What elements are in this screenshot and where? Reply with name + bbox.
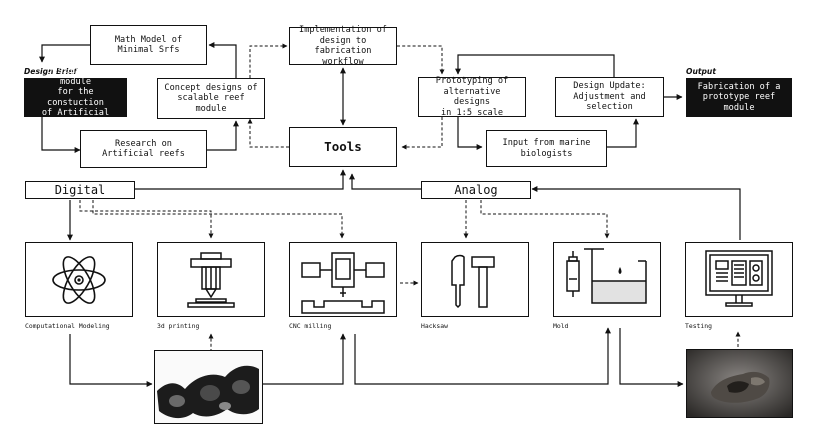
- design-brief-label: Design Brief: [24, 67, 77, 76]
- hacksaw-caption: Hacksaw: [421, 322, 448, 330]
- analog-band: Analog: [421, 181, 531, 199]
- research-node: Research on Artificial reefs: [80, 130, 207, 168]
- design-brief-node: Design of a module for the constuction o…: [24, 66, 127, 129]
- prototyping-node: Prototyping of alternative designs in 1:…: [418, 76, 526, 118]
- mold-casting-icon: [566, 248, 647, 304]
- 3d-printer-icon: [187, 252, 235, 308]
- tools-node: Tools: [289, 127, 397, 167]
- mold-tile: [553, 242, 661, 317]
- concept-designs-node: Concept designs of scalable reef module: [157, 78, 265, 119]
- design-update-node: Design Update: Adjustment and selection: [555, 77, 664, 117]
- cnc-milling-tile: [289, 242, 397, 317]
- cast-reef-prototype-photo: [686, 349, 793, 418]
- cnc-milling-caption: CNC milling: [289, 322, 332, 330]
- printed-reef-module-photo: [154, 350, 263, 424]
- mold-caption: Mold: [553, 322, 569, 330]
- math-model-node: Math Model of Minimal Srfs: [90, 25, 207, 65]
- 3d-printing-tile: [157, 242, 265, 317]
- hand-tools-icon: [451, 254, 495, 309]
- cnc-mill-icon: [301, 252, 385, 314]
- hacksaw-tile: [421, 242, 529, 317]
- computational-modeling-caption: Computational Modeling: [25, 322, 110, 330]
- output-label: Output: [686, 67, 716, 76]
- computational-modeling-tile: [25, 242, 133, 317]
- 3d-printing-caption: 3d printing: [157, 322, 200, 330]
- digital-band: Digital: [25, 181, 135, 199]
- implementation-node: Implementation of design to fabrication …: [289, 25, 397, 67]
- testing-caption: Testing: [685, 322, 712, 330]
- input-biologists-node: Input from marine biologists: [486, 130, 607, 167]
- output-fabrication-node: Fabrication of a prototype reef module: [686, 78, 792, 117]
- monitor-icon: [705, 250, 773, 307]
- testing-tile: [685, 242, 793, 317]
- atom-icon: [52, 256, 106, 304]
